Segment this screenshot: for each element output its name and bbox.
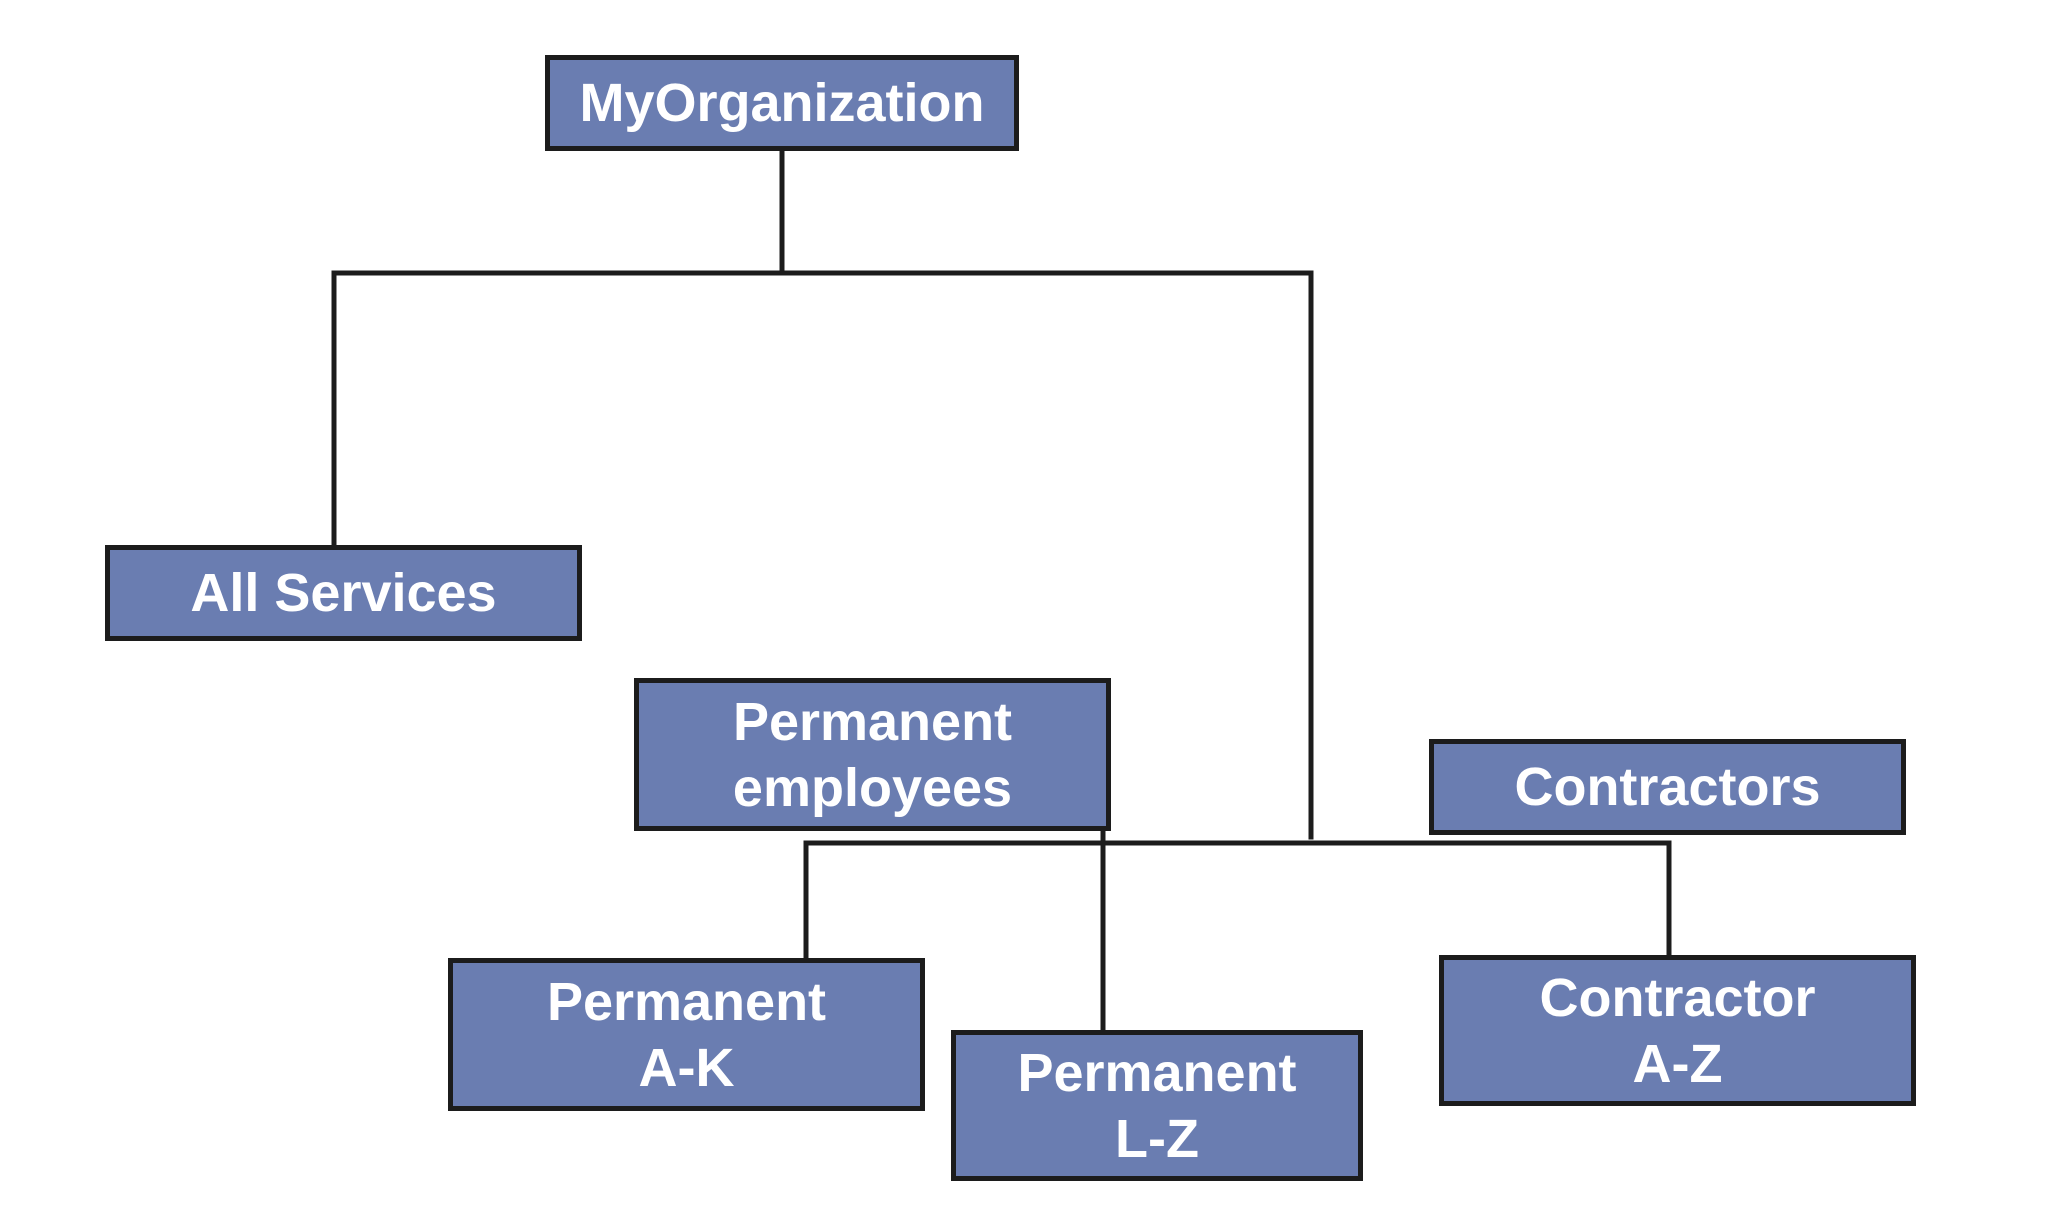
node-label-line: Contractors <box>1514 757 1821 817</box>
node-contractor-a-z: Contractor A-Z <box>1439 955 1916 1106</box>
node-label-line: Contractor <box>1539 967 1816 1028</box>
node-label-line: Permanent <box>1017 1042 1297 1103</box>
node-contractors: Contractors <box>1429 739 1906 835</box>
node-permanent-employees: Permanent employees <box>634 678 1111 831</box>
node-label-line: L-Z <box>1115 1108 1199 1169</box>
node-label-line: Permanent <box>546 971 827 1032</box>
node-label-line: Permanent <box>732 691 1013 752</box>
node-myorganization: MyOrganization <box>545 55 1019 151</box>
node-permanent-l-z: Permanent L-Z <box>951 1030 1363 1181</box>
node-label-line: MyOrganization <box>579 73 985 133</box>
node-label-line: employees <box>732 757 1013 818</box>
node-label-line: All Services <box>190 563 497 623</box>
node-label-line: A-K <box>638 1037 735 1098</box>
node-label-line: A-Z <box>1632 1033 1723 1094</box>
node-all-services: All Services <box>105 545 582 641</box>
node-permanent-a-k: Permanent A-K <box>448 958 925 1111</box>
